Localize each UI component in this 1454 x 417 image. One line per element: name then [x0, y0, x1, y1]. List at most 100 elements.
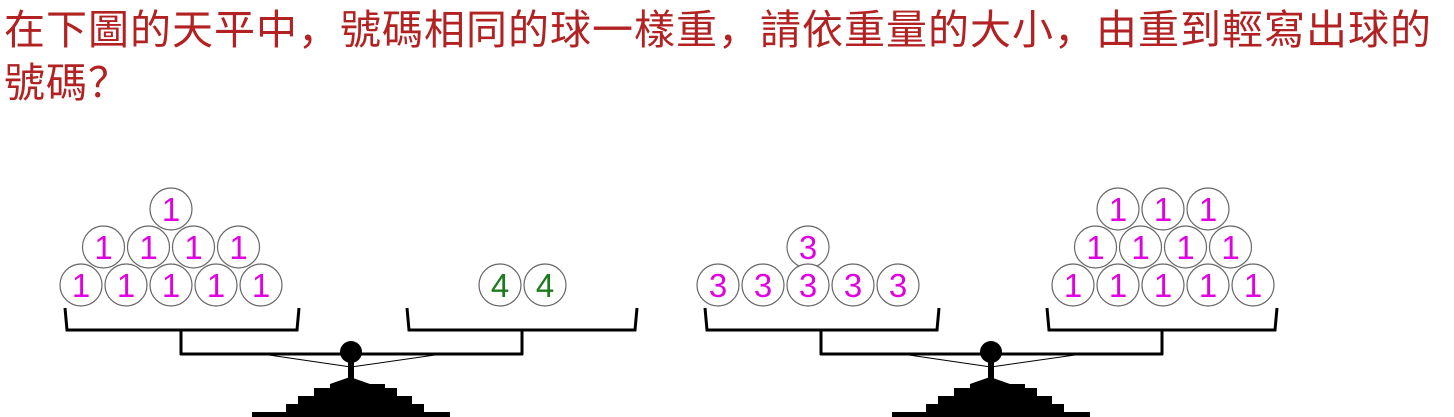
ball-1: 1	[1208, 225, 1253, 269]
ball-3: 3	[786, 263, 830, 307]
ball-3: 3	[741, 263, 785, 307]
ball-1: 1	[1186, 187, 1230, 231]
ball-outline	[741, 263, 785, 307]
ball-1: 1	[1051, 263, 1095, 307]
ball-number: 3	[709, 267, 727, 304]
ball-number: 1	[252, 267, 270, 304]
ball-1: 1	[171, 225, 216, 269]
scale-beam	[819, 330, 1164, 363]
ball-outline	[216, 225, 261, 269]
ball-outline	[1186, 263, 1230, 307]
ball-1: 1	[81, 225, 126, 269]
ball-number: 3	[799, 229, 817, 266]
ball-outline	[1051, 263, 1095, 307]
ball-outline	[478, 263, 522, 307]
ball-outline	[81, 225, 126, 269]
ball-number: 1	[1176, 229, 1194, 266]
ball-1: 1	[1118, 225, 1163, 269]
ball-outline	[1208, 225, 1253, 269]
ball-1: 1	[1186, 263, 1230, 307]
ball-number: 3	[754, 267, 772, 304]
ball-number: 1	[72, 267, 90, 304]
pivot-knob	[340, 341, 362, 363]
ball-outline	[1073, 225, 1118, 269]
ball-outline	[1163, 225, 1208, 269]
ball-1: 1	[194, 263, 238, 307]
ball-outline	[696, 263, 740, 307]
ball-outline	[876, 263, 920, 307]
ball-1: 1	[1096, 263, 1140, 307]
ball-outline	[1141, 187, 1185, 231]
ball-1: 1	[216, 225, 261, 269]
ball-outline	[149, 263, 193, 307]
ball-outline	[239, 263, 283, 307]
ball-outline	[149, 187, 193, 231]
scale-base	[252, 377, 450, 417]
ball-number: 1	[117, 267, 135, 304]
scale-base	[892, 377, 1090, 417]
ball-number: 1	[139, 229, 157, 266]
ball-number: 1	[1086, 229, 1104, 266]
ball-number: 3	[889, 267, 907, 304]
pan-right	[1045, 307, 1279, 332]
ball-3: 3	[786, 225, 830, 269]
ball-outline	[523, 263, 567, 307]
ball-outline	[104, 263, 148, 307]
scale-beam	[179, 330, 524, 363]
ball-outline	[1231, 263, 1275, 307]
pan-left	[703, 307, 941, 332]
ball-number: 1	[94, 229, 112, 266]
ball-outline	[831, 263, 875, 307]
ball-3: 3	[696, 263, 740, 307]
ball-number: 4	[536, 267, 554, 304]
ball-number: 1	[1109, 267, 1127, 304]
ball-1: 1	[1141, 263, 1185, 307]
ball-number: 3	[799, 267, 817, 304]
ball-number: 1	[1154, 267, 1172, 304]
ball-3: 3	[831, 263, 875, 307]
ball-number: 4	[491, 267, 509, 304]
ball-outline	[1096, 187, 1140, 231]
ball-outline	[1096, 263, 1140, 307]
ball-number: 1	[229, 229, 247, 266]
ball-number: 1	[1244, 267, 1262, 304]
ball-1: 1	[59, 263, 103, 307]
ball-1: 1	[1163, 225, 1208, 269]
ball-1: 1	[104, 263, 148, 307]
ball-3: 3	[876, 263, 920, 307]
ball-outline	[171, 225, 216, 269]
ball-number: 1	[1131, 229, 1149, 266]
ball-outline	[59, 263, 103, 307]
ball-number: 1	[1221, 229, 1239, 266]
ball-number: 1	[1154, 191, 1172, 228]
ball-1: 1	[126, 225, 171, 269]
ball-outline	[786, 263, 830, 307]
ball-4: 4	[523, 263, 567, 307]
ball-1: 1	[1096, 187, 1140, 231]
ball-number: 1	[1199, 267, 1217, 304]
ball-1: 1	[1231, 263, 1275, 307]
ball-number: 1	[1109, 191, 1127, 228]
ball-number: 1	[184, 229, 202, 266]
ball-number: 3	[844, 267, 862, 304]
ball-number: 1	[207, 267, 225, 304]
pivot-knob	[980, 341, 1002, 363]
ball-1: 1	[149, 263, 193, 307]
pan-left	[63, 307, 301, 332]
question-text: 在下圖的天平中，號碼相同的球一樣重，請依重量的大小，由重到輕寫出球的號碼？	[4, 6, 1432, 107]
ball-outline	[1141, 263, 1185, 307]
ball-outline	[126, 225, 171, 269]
ball-1: 1	[149, 187, 193, 231]
ball-1: 1	[1073, 225, 1118, 269]
ball-1: 1	[1141, 187, 1185, 231]
ball-outline	[1118, 225, 1163, 269]
pan-right	[405, 307, 639, 332]
ball-4: 4	[478, 263, 522, 307]
ball-number: 1	[1199, 191, 1217, 228]
